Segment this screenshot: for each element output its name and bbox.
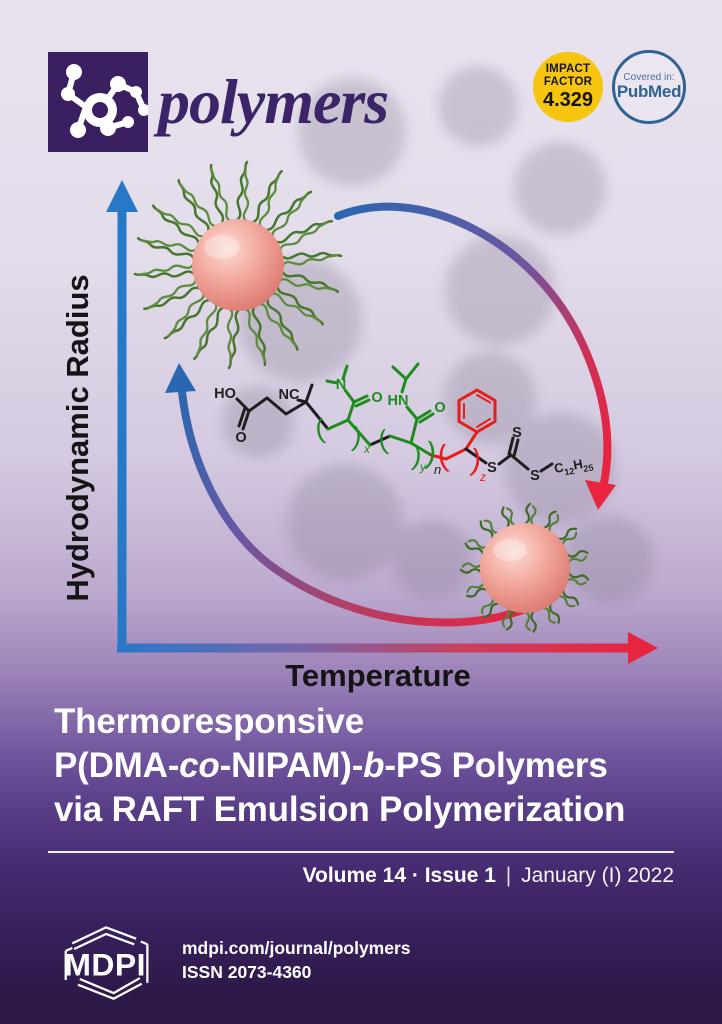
collapsed-micelle <box>459 502 590 633</box>
x-axis-label: Temperature <box>285 658 471 693</box>
journal-name: polymers <box>158 66 389 137</box>
chem-label-s3: S <box>530 468 540 484</box>
cover-article-title: Thermoresponsive P(DMA-co-NIPAM)-b-PS Po… <box>54 700 684 832</box>
mdpi-hexagon-icon <box>64 926 149 1000</box>
title-line-3: via RAFT Emulsion Polymerization <box>54 790 626 829</box>
chem-label-hn: HN <box>388 393 409 409</box>
cooling-arrow <box>165 363 549 627</box>
heating-arrow <box>334 202 616 510</box>
title-line-2: P(DMA-co-NIPAM)-b-PS Polymers <box>54 746 608 785</box>
plot-axes <box>106 180 658 664</box>
bracket-close-y: ) <box>411 441 424 472</box>
molecule-nodes <box>61 64 148 138</box>
polymers-logo <box>48 52 148 152</box>
issue-info: Volume 14 · Issue 1 | January (I) 2022 <box>0 864 674 888</box>
chem-label-nc: NC <box>279 387 300 403</box>
title-line-1: Thermoresponsive <box>54 702 364 741</box>
chem-label-o: O <box>235 430 246 446</box>
impact-factor-badge[interactable]: IMPACT FACTOR 4.329 <box>533 52 603 122</box>
covered-in-label: Covered in: <box>623 72 675 84</box>
chem-label-ho: HO <box>214 386 236 402</box>
bracket-close-x: ) <box>351 422 364 453</box>
pubmed-badge[interactable]: Covered in: PubMed <box>612 50 686 124</box>
factor-word: FACTOR <box>543 75 593 88</box>
bracket-open-z: ( <box>436 439 450 473</box>
volume-issue: Volume 14 · Issue 1 <box>302 864 496 887</box>
footer-info: mdpi.com/journal/polymers ISSN 2073-4360 <box>182 936 411 984</box>
swollen-micelle <box>133 160 343 370</box>
chem-label-s1: S <box>487 460 497 476</box>
raft-polymer-structure: HO O NC N O HN O ( ) x ( ) y ) n ( ) z S… <box>214 362 594 484</box>
subscript-x: x <box>363 442 371 456</box>
chem-label-s2: S <box>512 425 522 441</box>
subscript-n: n <box>434 462 441 477</box>
impact-factor-value: 4.329 <box>542 88 594 111</box>
issue-date: January (I) 2022 <box>521 864 674 887</box>
bracket-close-n: ) <box>424 436 438 470</box>
journal-url[interactable]: mdpi.com/journal/polymers <box>182 938 411 958</box>
mdpi-logo[interactable]: MDPI <box>46 920 168 1008</box>
y-axis-label: Hydrodynamic Radius <box>60 274 95 601</box>
issn: ISSN 2073-4360 <box>182 962 312 982</box>
chem-label-o2: O <box>434 400 445 416</box>
bracket-close-z: ) <box>469 443 483 477</box>
chem-label-c12h25: C12H25 <box>553 454 594 478</box>
impact-word: IMPACT <box>545 63 591 76</box>
divider-line <box>48 851 674 853</box>
issue-separator: | <box>505 864 512 887</box>
bracket-open-y: ( <box>376 425 389 456</box>
chem-label-o1: O <box>371 390 382 406</box>
mdpi-logo-text: MDPI <box>64 946 146 982</box>
subscript-y: y <box>419 460 427 474</box>
chem-label-n: N <box>336 377 346 393</box>
pubmed-label: PubMed <box>616 82 682 102</box>
subscript-z: z <box>479 470 486 484</box>
bracket-open-x: ( <box>313 414 326 445</box>
